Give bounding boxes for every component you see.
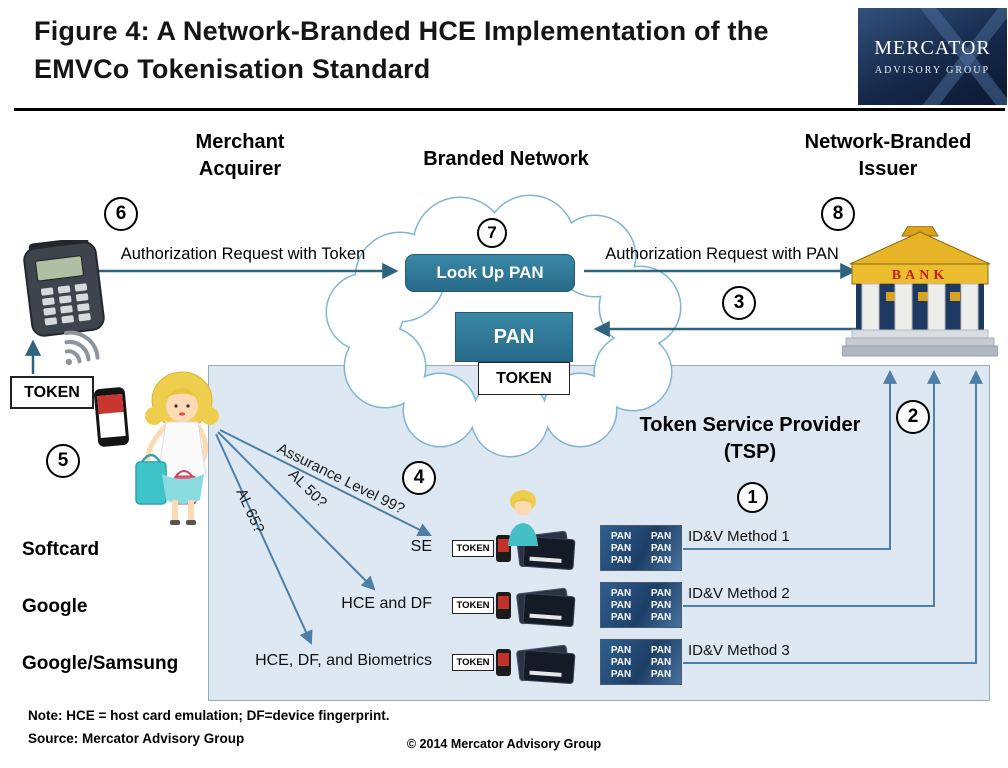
- look-up-pan-box: Look Up PAN: [405, 254, 575, 292]
- pan-sign: PAN: [610, 656, 632, 668]
- token-phone-icon: TOKEN: [452, 649, 511, 676]
- pan-sign: PAN: [610, 587, 632, 599]
- title-divider: [14, 108, 1005, 111]
- logo-name: MERCATOR: [874, 37, 991, 59]
- phone-icon: [496, 592, 511, 619]
- wallet-label-softcard: Softcard: [22, 539, 100, 560]
- header-network-branded-issuer: Network-Branded Issuer: [804, 131, 972, 180]
- pan-sign: PAN: [650, 668, 672, 680]
- wallet-label-google-samsung: Google/Samsung: [22, 653, 179, 674]
- pan-sign: PAN: [650, 554, 672, 566]
- pan-sign: PAN: [650, 611, 672, 623]
- pan-sign: PAN: [650, 644, 672, 656]
- payment-cards-icon: [516, 644, 576, 685]
- pan-sign: PAN: [650, 587, 672, 599]
- tsp-user-avatar: [508, 490, 538, 546]
- pan-box: PAN: [455, 312, 573, 362]
- security-label-hce-df: HCE and DF: [341, 595, 432, 612]
- pan-sign: PAN: [610, 644, 632, 656]
- pan-sign: PAN: [610, 599, 632, 611]
- token-box-terminal: TOKEN: [10, 376, 94, 409]
- payment-cards-icon: [516, 587, 576, 628]
- bank-sign-label: BANK: [892, 268, 948, 283]
- pan-sign: PAN: [650, 542, 672, 554]
- pan-sign: PAN: [610, 530, 632, 542]
- step-1-badge: 1: [737, 482, 768, 513]
- auth-request-pan-label: Authorization Request with PAN: [605, 245, 839, 263]
- phone-screen: [97, 393, 126, 439]
- pan-sign: PAN: [610, 542, 632, 554]
- security-label-hce-df-bio: HCE, DF, and Biometrics: [255, 652, 432, 669]
- step-4-badge: 4: [402, 461, 436, 495]
- pan-sign: PAN: [610, 554, 632, 566]
- idv-method-2-label: ID&V Method 2: [688, 585, 790, 602]
- footnote: Note: HCE = host card emulation; DF=devi…: [28, 708, 390, 723]
- mobile-phone-icon: [93, 386, 130, 448]
- pan-sign: PAN: [650, 599, 672, 611]
- contactless-wifi-icon: [64, 330, 100, 366]
- token-phone-icon: TOKEN: [452, 592, 511, 619]
- header-merchant-acquirer: Merchant Acquirer: [195, 131, 285, 180]
- pan-sign: PAN: [650, 530, 672, 542]
- token-tag: TOKEN: [452, 654, 494, 671]
- phone-icon: [496, 535, 511, 562]
- pan-sign: PAN: [650, 656, 672, 668]
- token-tag: TOKEN: [452, 540, 494, 557]
- idv-method-1-label: ID&V Method 1: [688, 528, 790, 545]
- step-7-badge: 7: [477, 218, 507, 248]
- header-branded-network: Branded Network: [423, 148, 589, 170]
- auth-request-token-label: Authorization Request with Token: [120, 245, 366, 263]
- step-6-badge: 6: [104, 197, 138, 231]
- step-3-badge: 3: [722, 286, 756, 320]
- shopper-illustration: [135, 371, 219, 525]
- bank-icon: BANK: [842, 226, 998, 357]
- step-2-badge: 2: [896, 400, 930, 434]
- step-8-badge: 8: [821, 197, 855, 231]
- pos-terminal-icon: [23, 240, 105, 337]
- token-phone-icon: TOKEN: [452, 535, 511, 562]
- mercator-logo: MERCATOR ADVISORY GROUP: [858, 8, 1007, 105]
- logo-subtitle: ADVISORY GROUP: [874, 65, 991, 76]
- copyright-note: © 2014 Mercator Advisory Group: [406, 737, 602, 751]
- token-tag: TOKEN: [452, 597, 494, 614]
- pan-sign: PAN: [610, 611, 632, 623]
- wallet-label-google: Google: [22, 596, 88, 617]
- pan-sign: PAN: [610, 668, 632, 680]
- figure-title: Figure 4: A Network-Branded HCE Implemen…: [34, 16, 769, 84]
- phone-icon: [496, 649, 511, 676]
- source-note: Source: Mercator Advisory Group: [28, 731, 245, 746]
- step-5-badge: 5: [46, 444, 80, 478]
- security-label-se: SE: [410, 538, 432, 555]
- idv-method-3-label: ID&V Method 3: [688, 642, 790, 659]
- token-box-cloud: TOKEN: [478, 362, 570, 395]
- tsp-title: Token Service Provider (TSP): [639, 414, 861, 463]
